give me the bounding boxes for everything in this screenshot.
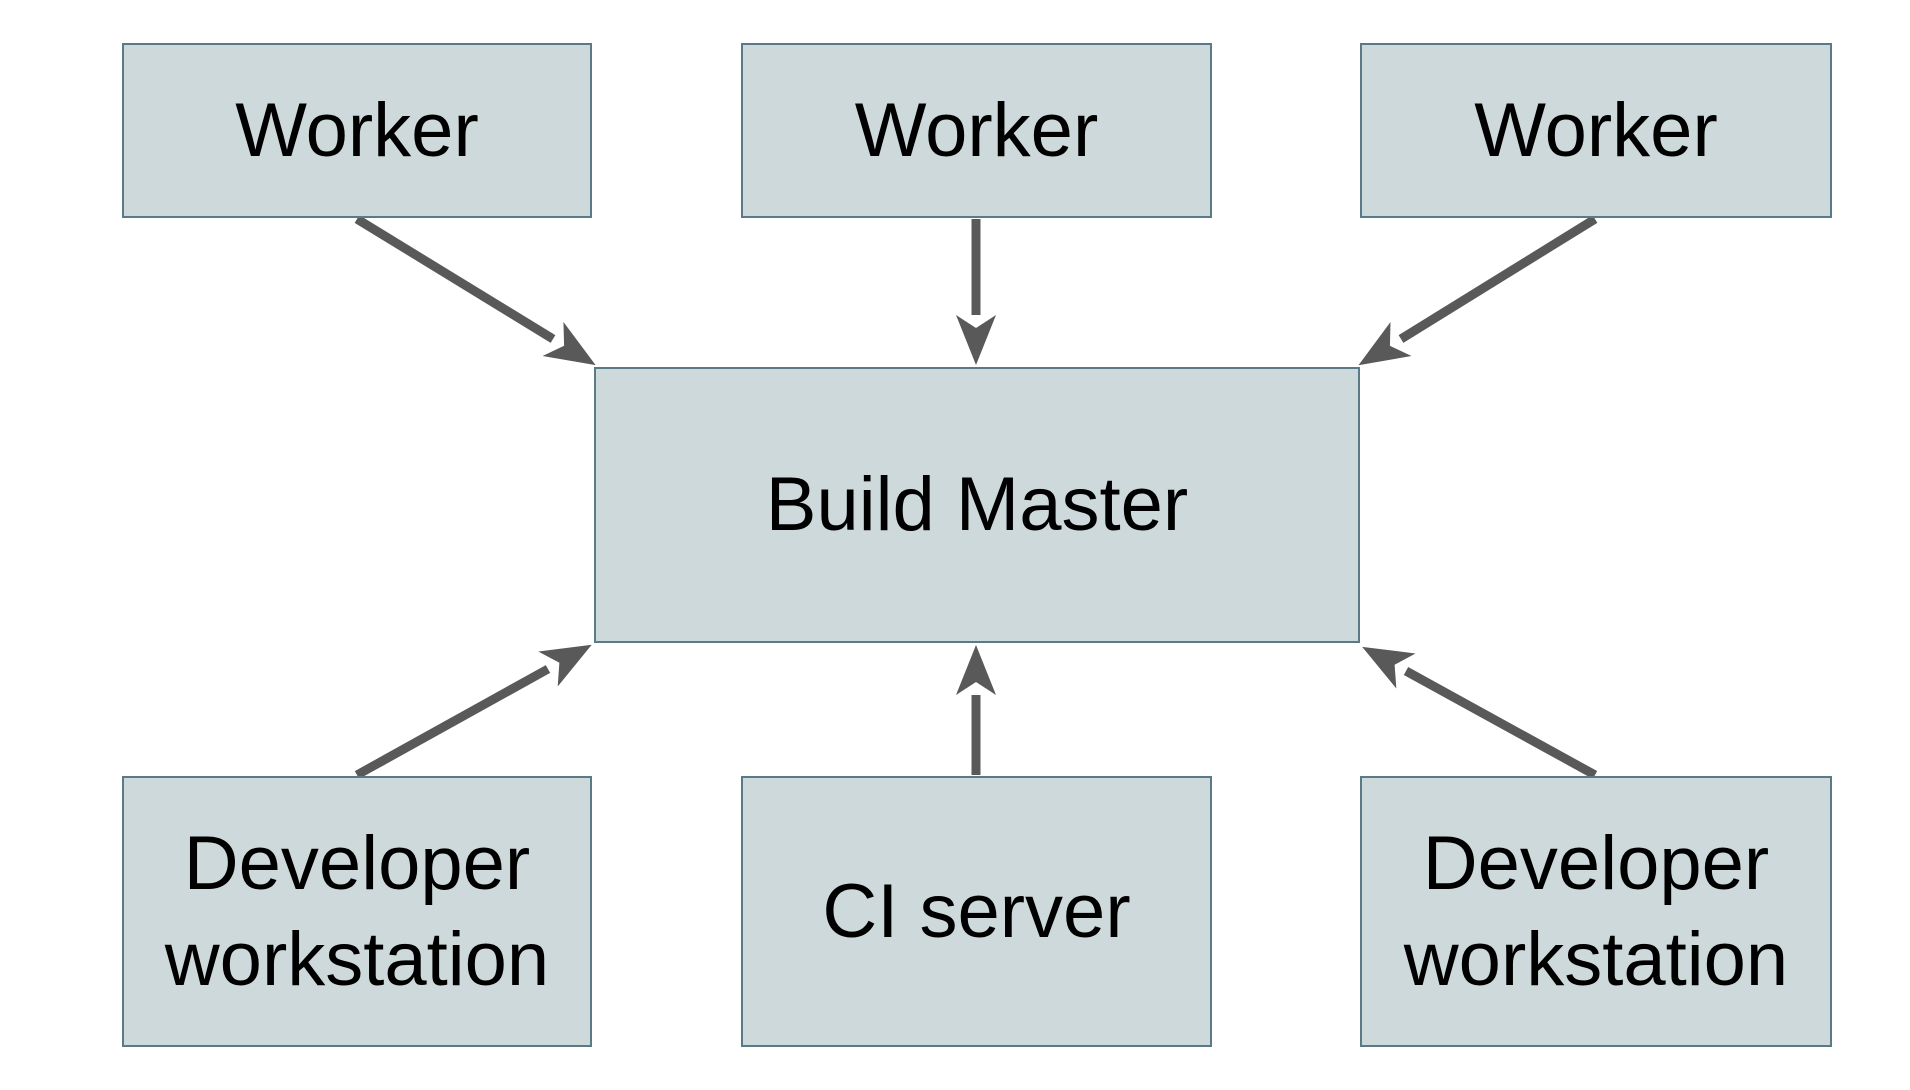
node-developer-workstation-right: Developer workstation <box>1360 776 1832 1047</box>
node-developer-workstation-right-label: Developer workstation <box>1403 820 1789 1002</box>
node-ci-server-label: CI server <box>822 868 1131 954</box>
arrow-dev-left-to-build-master <box>354 644 592 779</box>
node-worker-1: Worker <box>122 43 592 218</box>
node-developer-workstation-left-label: Developer workstation <box>164 820 550 1002</box>
arrow-dev-right-to-build-master <box>1362 646 1598 779</box>
node-worker-3: Worker <box>1360 43 1832 218</box>
node-ci-server: CI server <box>741 776 1212 1047</box>
node-worker-3-label: Worker <box>1474 87 1718 173</box>
node-build-master: Build Master <box>594 367 1360 643</box>
node-developer-workstation-left: Developer workstation <box>122 776 592 1047</box>
node-worker-2-label: Worker <box>854 87 1099 173</box>
node-build-master-label: Build Master <box>765 462 1189 548</box>
node-worker-2: Worker <box>741 43 1212 218</box>
arrow-worker3-to-build-master <box>1358 215 1598 366</box>
arrow-worker1-to-build-master <box>354 215 596 366</box>
node-worker-1-label: Worker <box>235 87 479 173</box>
